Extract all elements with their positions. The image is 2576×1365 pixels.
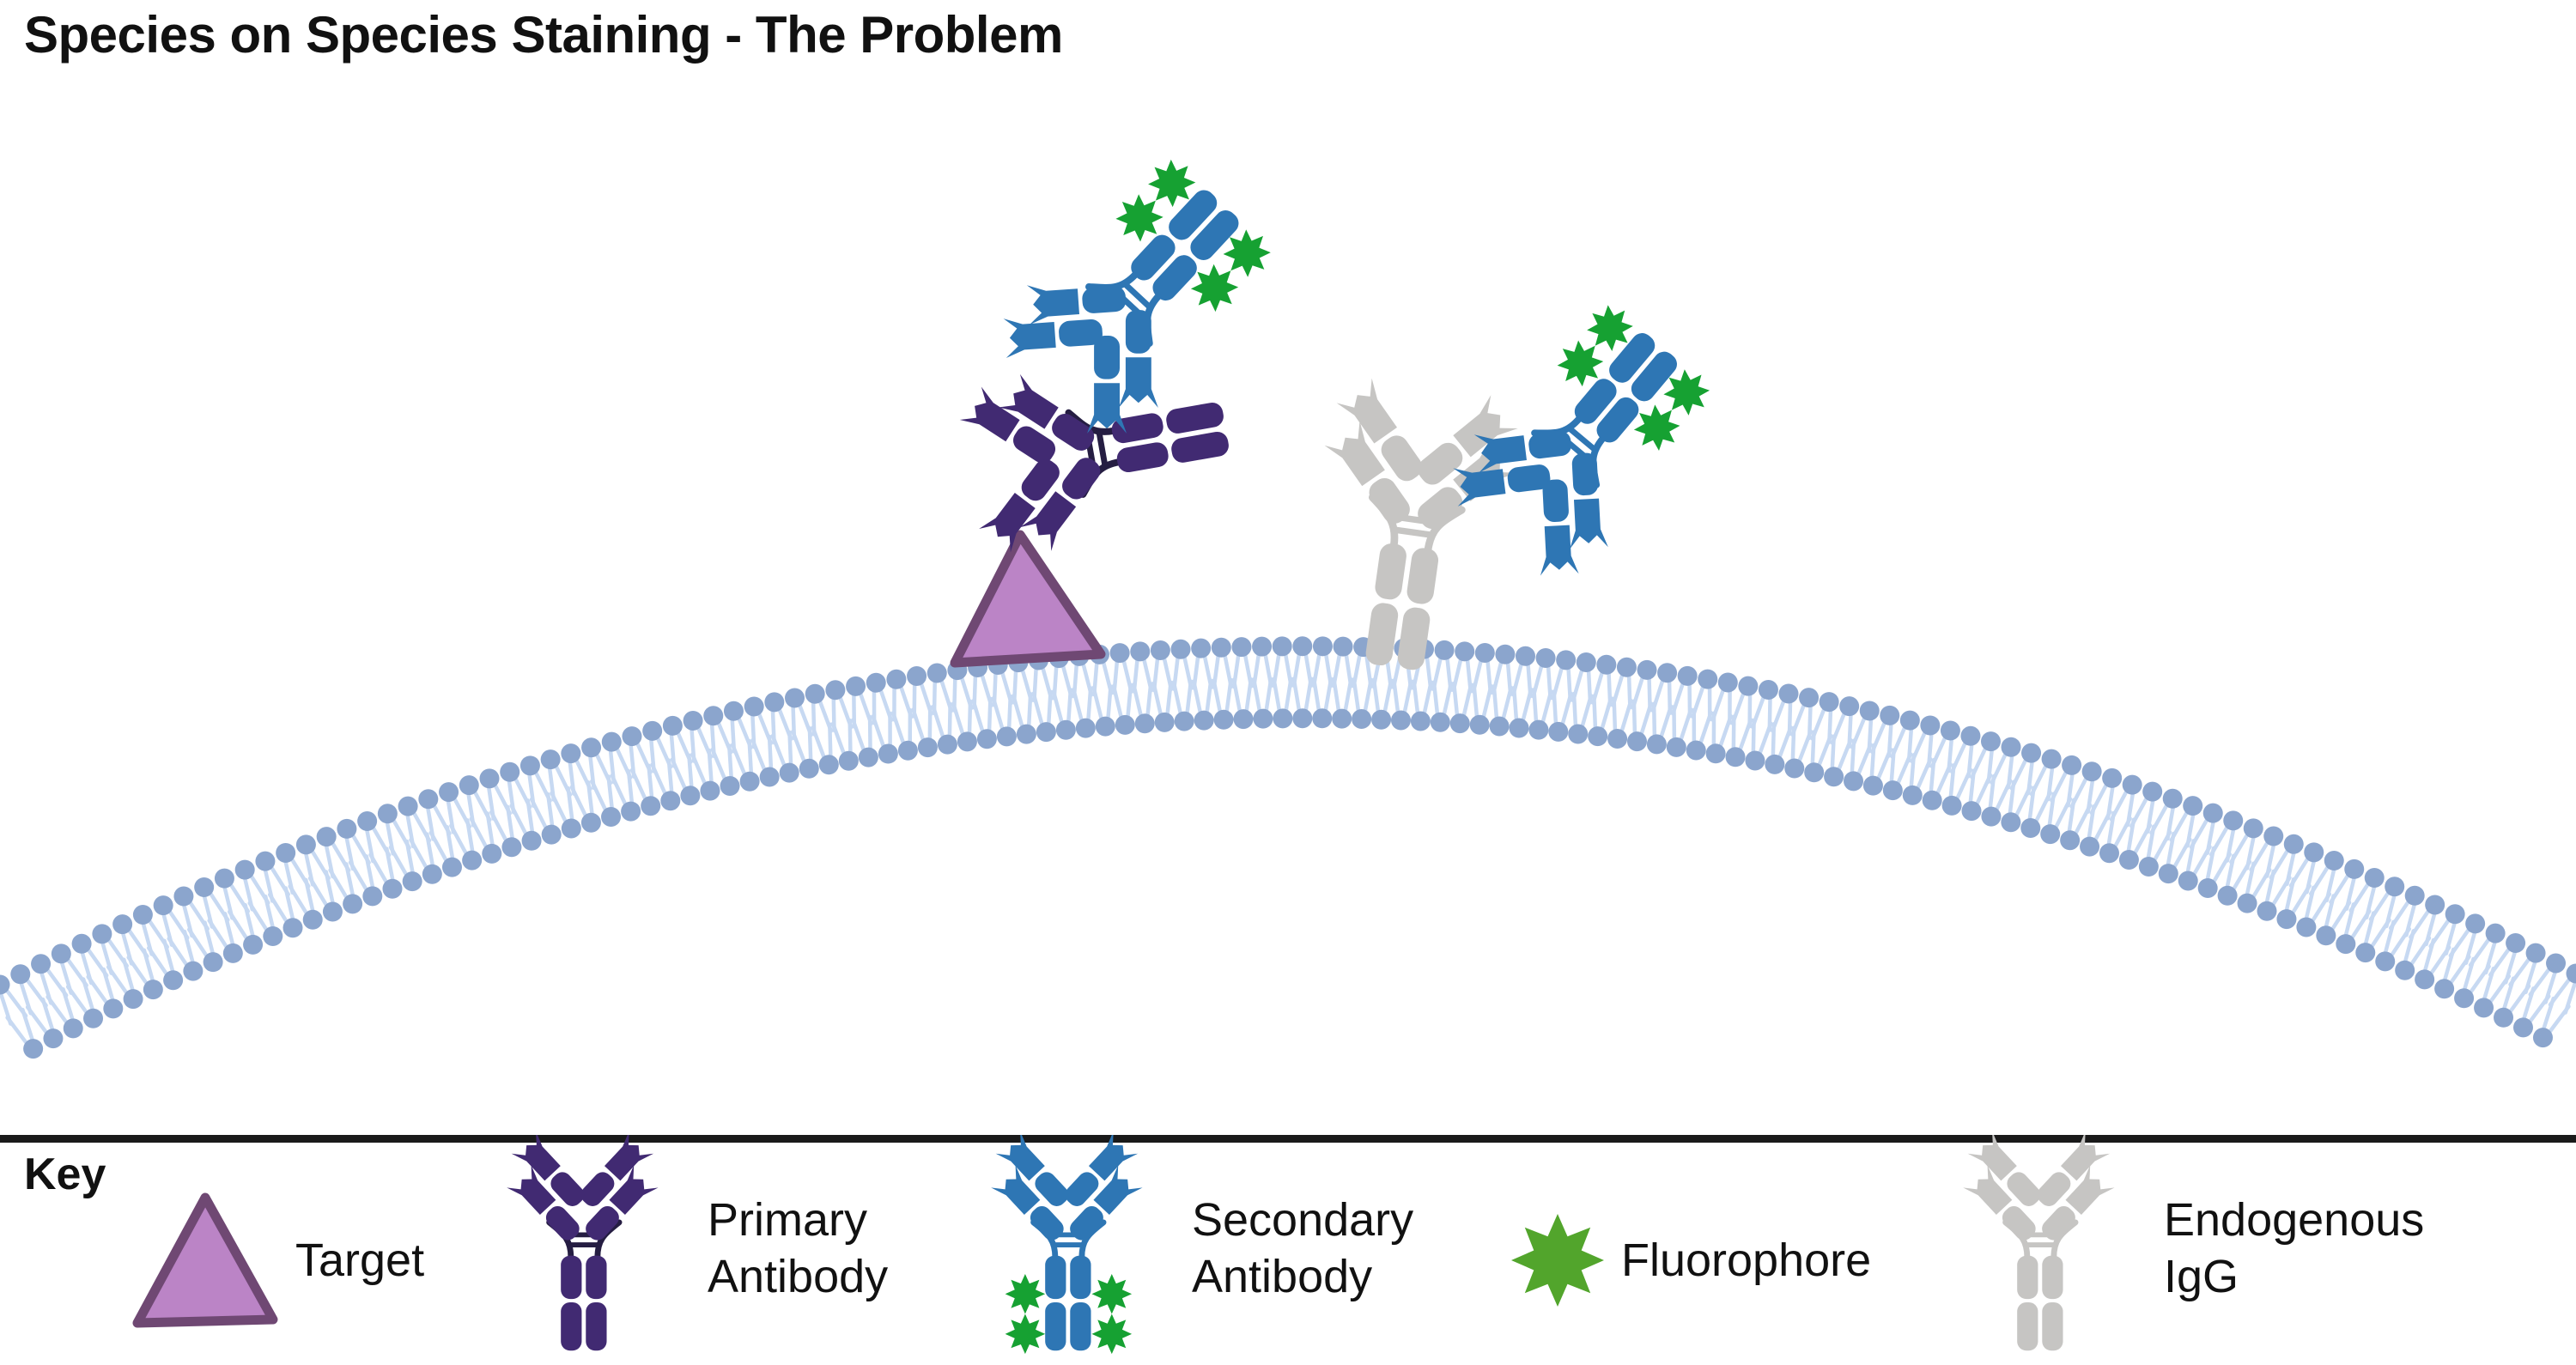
- target-triangle: [950, 530, 1106, 668]
- endogenous-igg-glyph: [1963, 1135, 2115, 1351]
- secondary-antibody-icon: [991, 1135, 1143, 1355]
- key-label-fluorophore: Fluorophore: [1621, 1235, 1872, 1286]
- endogenous-igg-antibody: [1324, 378, 1518, 670]
- secondary-antibody-glyph: [991, 1135, 1143, 1355]
- key-item-secondary-antibody: Secondary Antibody: [962, 1135, 1467, 1355]
- fluorophore-star-icon: [1557, 340, 1604, 387]
- key-item-primary-antibody: Primary Antibody: [477, 1135, 982, 1351]
- fluorophore-star-icon: [1091, 1273, 1133, 1314]
- primary-antibody-glyph: [507, 1135, 659, 1351]
- secondary-antibody-on-igg: [1453, 305, 1710, 576]
- key-label-secondary-antibody: Secondary Antibody: [1192, 1194, 1414, 1302]
- target-triangle-icon: [132, 1192, 278, 1328]
- primary-antibody: [959, 373, 1229, 553]
- page-title: Species on Species Staining - The Proble…: [24, 6, 1063, 64]
- fluorophore-star-icon: [1005, 1273, 1046, 1314]
- fluorophore-star-glyph: [1511, 1214, 1604, 1307]
- fluorophore-star-icon: [1005, 1313, 1046, 1355]
- fluorophore-star-icon: [1223, 229, 1271, 277]
- key-label-primary-antibody: Primary Antibody: [708, 1194, 889, 1302]
- fluorophore-star-icon: [1115, 194, 1163, 242]
- fluorophore-star-icon: [1587, 305, 1633, 352]
- key-item-fluorophore: Fluorophore: [1508, 1161, 1871, 1360]
- fluorophore-star-icon: [1190, 264, 1239, 312]
- key-label-endogenous-igg: Endogenous IgG: [2164, 1194, 2425, 1302]
- endogenous-igg-icon: [1963, 1135, 2115, 1351]
- fluorophore-star-icon: [1633, 404, 1680, 452]
- fluorophore-star-icon: [1511, 1214, 1604, 1307]
- fluorophore-star-icon: [1148, 159, 1196, 208]
- key-heading: Key: [24, 1150, 106, 1199]
- target-triangle-glyph: [132, 1192, 278, 1328]
- secondary-antibody-on-primary: [1003, 159, 1271, 434]
- key-label-target: Target: [295, 1235, 425, 1286]
- fluorophore-star-icon: [1663, 369, 1710, 416]
- key-divider-line: [0, 1135, 2576, 1143]
- cell-membrane-bilayer: [0, 636, 2576, 1059]
- diagram-scene: [0, 159, 2576, 1059]
- key-item-target: Target: [129, 1161, 424, 1360]
- fluorophore-star-icon: [1091, 1313, 1133, 1355]
- key-item-endogenous-igg: Endogenous IgG: [1934, 1135, 2439, 1351]
- primary-antibody-icon: [507, 1135, 659, 1351]
